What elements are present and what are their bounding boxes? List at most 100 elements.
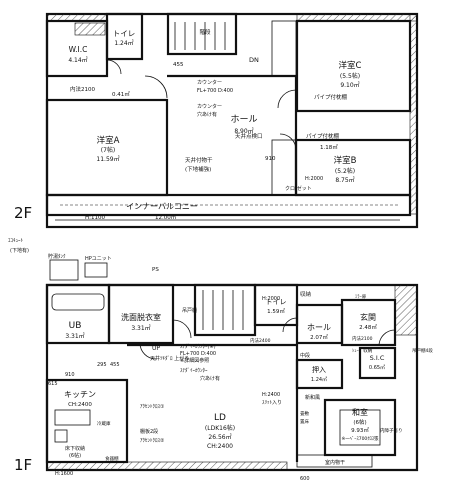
okisho-label: 置床 bbox=[300, 418, 309, 425]
hanging-cabinet: 吊戸棚 bbox=[182, 307, 197, 314]
hanger-4-levels: 吊戸棚4段 bbox=[412, 347, 433, 354]
sunroom-label: 内障子有り bbox=[380, 427, 403, 434]
ps-label: PS bbox=[152, 267, 159, 273]
tatami-label: 畳敷 bbox=[300, 410, 309, 417]
h2400-label: H:2400 bbox=[262, 392, 280, 398]
inner-balcony bbox=[45, 193, 412, 217]
dim-2000-1f: H:2000 bbox=[262, 296, 280, 302]
indoor-dry: 室内物干 bbox=[325, 459, 345, 466]
chudan-label: 中段 bbox=[300, 352, 310, 359]
shelf-2-levels: 棚板2段 bbox=[140, 428, 158, 435]
room-genkan-area: 2.48㎡ bbox=[359, 323, 377, 331]
closet-2f: クロ-ゼット bbox=[285, 185, 312, 192]
room-a-size: (7帖) bbox=[101, 146, 116, 154]
room-ldk-ch: CH:2400 bbox=[207, 443, 233, 450]
stair-up-note: 天井ﾂｷﾀﾞﾛ 上がる bbox=[150, 355, 189, 362]
stair-2f bbox=[166, 12, 238, 56]
room-genkan-name: 玄関 bbox=[360, 312, 376, 322]
floor-2f-labels: 2F W.I.C 4.14㎡ トイレ 1.24㎡ ホール 8.90㎡ 洋室C (… bbox=[14, 28, 362, 222]
room-b-size: (5.2帖) bbox=[335, 167, 355, 175]
room-washitsu-size: (6帖) bbox=[353, 418, 366, 426]
room-kitchen-store-name: 床下収納 bbox=[65, 445, 85, 452]
dim-1600: H:1600 bbox=[55, 471, 73, 477]
room-c-size: (5.5帖) bbox=[340, 72, 360, 80]
dim-600: 600 bbox=[300, 476, 310, 482]
room-b-area: 8.75㎡ bbox=[335, 176, 354, 184]
b-closet-area: 1.18㎡ bbox=[320, 143, 338, 151]
dn-label: DN bbox=[249, 56, 259, 64]
floor-1f-labels: 1F UB 3.31㎡ 洗面脱衣室 3.31㎡ トイレ 1.59㎡ ホール 2.… bbox=[8, 238, 433, 482]
cupboard-label: 食器棚 bbox=[105, 455, 119, 462]
floor-1f-label: 1F bbox=[14, 456, 32, 474]
shelf-2400-1f: 内法2400 bbox=[250, 337, 271, 344]
accent-cloth-2: ｱｸｾﾝﾄｸﾛｽ② bbox=[140, 438, 165, 444]
ceiling-hook: 天井付物干 bbox=[185, 156, 213, 164]
genkan bbox=[340, 298, 397, 347]
room-toilet2-name: トイレ bbox=[113, 29, 136, 38]
room-kitchen-name: キッチン bbox=[64, 390, 96, 399]
room-ub-name: UB bbox=[69, 321, 82, 331]
room-a-name: 洋室A bbox=[97, 135, 120, 146]
room-wic-name: W.I.C bbox=[69, 45, 88, 54]
room-washitsu-area: 9.93㎡ bbox=[351, 426, 369, 434]
kitchen bbox=[45, 378, 129, 464]
room-hall1-area: 2.07㎡ bbox=[310, 333, 328, 341]
counter2-1f: ｽﾃﾀﾞｲｰｶｳﾝﾀｰ bbox=[180, 367, 208, 374]
room-ldk-name: LD bbox=[214, 413, 226, 423]
oshiire bbox=[295, 358, 344, 390]
shinwa-label: 新和風 bbox=[305, 394, 320, 401]
counter-1f-note: ※詳細図参照 bbox=[180, 357, 209, 364]
room-wash-name: 洗面脱衣室 bbox=[121, 312, 161, 322]
room-c-name: 洋室C bbox=[339, 60, 362, 71]
counter-1f-fl: FL+700 D:400 bbox=[180, 351, 216, 357]
room-hall2-name: ホール bbox=[230, 114, 257, 125]
counter2-1f-hole: 穴あけ有 bbox=[200, 375, 220, 382]
room-toilet1-name: トイレ bbox=[266, 298, 287, 306]
counter-2f-hole2: 穴あけ有 bbox=[197, 111, 217, 118]
dim-2000-2f: H:2000 bbox=[305, 176, 323, 182]
dim-455-1f: 455 bbox=[110, 362, 120, 368]
shelf-2100-1f: 内法2100 bbox=[352, 335, 373, 342]
room-c-area: 9.10㎡ bbox=[340, 81, 359, 89]
counter-1f: ｽﾃﾀﾞｲｰｶｳﾝﾀｰ(※) bbox=[180, 343, 216, 350]
mirror-door: ﾐﾗｰ扉 bbox=[355, 293, 367, 300]
room-ldk-size: (LDK16帖) bbox=[205, 424, 235, 432]
dim-910-1f: 910 bbox=[65, 372, 75, 378]
room-oshiire-name: 押入 bbox=[312, 365, 326, 374]
room-wash-area: 3.31㎡ bbox=[131, 324, 150, 332]
room-washitsu-note: ※一ﾍﾞｰｽ700ｸﾛｽ張 bbox=[341, 435, 379, 442]
wic-sub-area: 0.41㎡ bbox=[112, 90, 130, 98]
room-c bbox=[295, 19, 412, 113]
dim-295: 295 bbox=[97, 362, 107, 368]
dim-455-2f: 455 bbox=[173, 62, 184, 68]
room-a-area: 11.59㎡ bbox=[96, 155, 119, 163]
dim-1100: H:1100 bbox=[85, 215, 105, 221]
counter-2f-hole: カウンター bbox=[197, 103, 222, 110]
ecocute-label: ｴｺｷｭｰﾄ bbox=[8, 238, 24, 244]
room-ldk-area: 26.56㎡ bbox=[208, 433, 231, 441]
refrigerator-label: 冷蔵庫 bbox=[97, 420, 111, 427]
wash-room bbox=[107, 283, 175, 345]
pipe-shelf-c: パイプ付枕棚 bbox=[314, 93, 348, 101]
sic-room bbox=[358, 346, 397, 380]
dim-12000: 12.00㎡ bbox=[155, 213, 177, 221]
ecocute-sub: (下地有) bbox=[10, 247, 29, 254]
accent-cloth-1: ｱｸｾﾝﾄｸﾛｽ① bbox=[140, 404, 165, 410]
room-sic-area: 0.65㎡ bbox=[369, 364, 385, 371]
wic-shelf-2100: 内法2100 bbox=[70, 85, 95, 93]
dim-910-2f: 910 bbox=[265, 156, 276, 162]
ceiling-hatch: 天井点検口 bbox=[235, 132, 263, 140]
room-b-name: 洋室B bbox=[334, 155, 357, 166]
floor-1f bbox=[45, 259, 419, 472]
room-sic-name: S.I.C bbox=[370, 354, 385, 362]
room-toilet1-area: 1.59㎡ bbox=[267, 307, 285, 315]
room-toilet2-area: 1.24㎡ bbox=[114, 39, 133, 47]
storage-1f: 収納 bbox=[300, 290, 312, 298]
room-wic-area: 4.14㎡ bbox=[68, 56, 87, 64]
counter-2f: カウンター bbox=[197, 79, 222, 86]
slit-label: ｽﾘｯﾄ入り bbox=[262, 400, 282, 406]
stair-2f-label: 階段 bbox=[199, 28, 211, 36]
dim-615: 615 bbox=[48, 381, 58, 387]
room-hall2-area: 8.90㎡ bbox=[234, 127, 253, 135]
